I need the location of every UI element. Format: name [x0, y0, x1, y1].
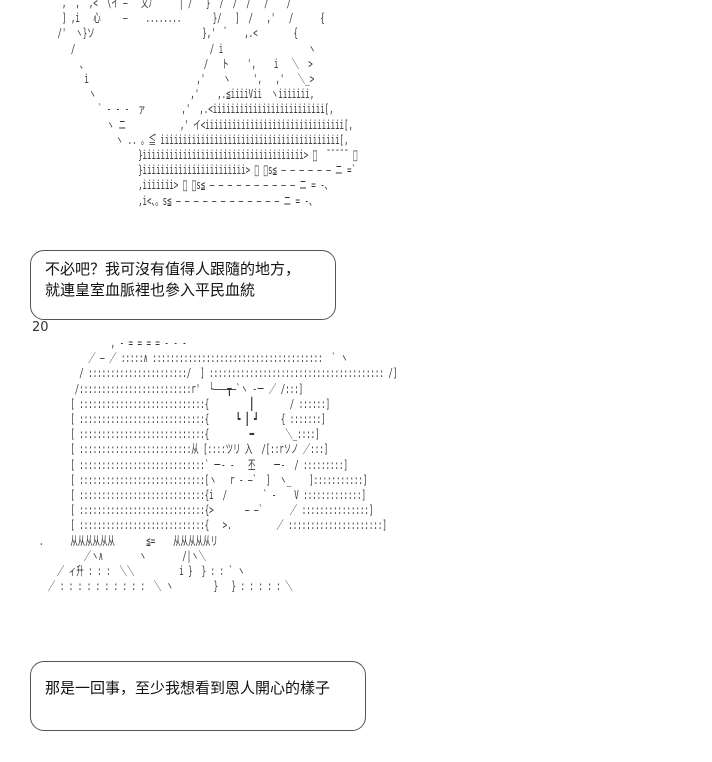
ascii-art-cloaked-figure: ` , , ,< \イ ― 乂ﾉ | / } / / / / / ] ,i 心 … — [52, 0, 358, 208]
speech-bubble-2-line-1: 那是一回事，至少我想看到恩人開心的樣子 — [45, 679, 331, 697]
speech-bubble-1-line-1: 不必吧？我可沒有值得人跟隨的地方， — [45, 260, 301, 278]
page-number: 20 — [32, 320, 49, 335]
ascii-art-hooded-cat-figure: , - = = = = ‐ ‐ ‐ ／ ― ／ :::::∧ :::::::::… — [38, 336, 398, 594]
speech-bubble-1: 不必吧？我可沒有值得人跟隨的地方， 就連皇室血脈裡也參入平民血統 — [30, 250, 336, 320]
speech-bubble-1-line-2: 就連皇室血脈裡也參入平民血統 — [45, 281, 256, 299]
speech-bubble-2: 那是一回事，至少我想看到恩人開心的樣子 — [30, 661, 366, 731]
